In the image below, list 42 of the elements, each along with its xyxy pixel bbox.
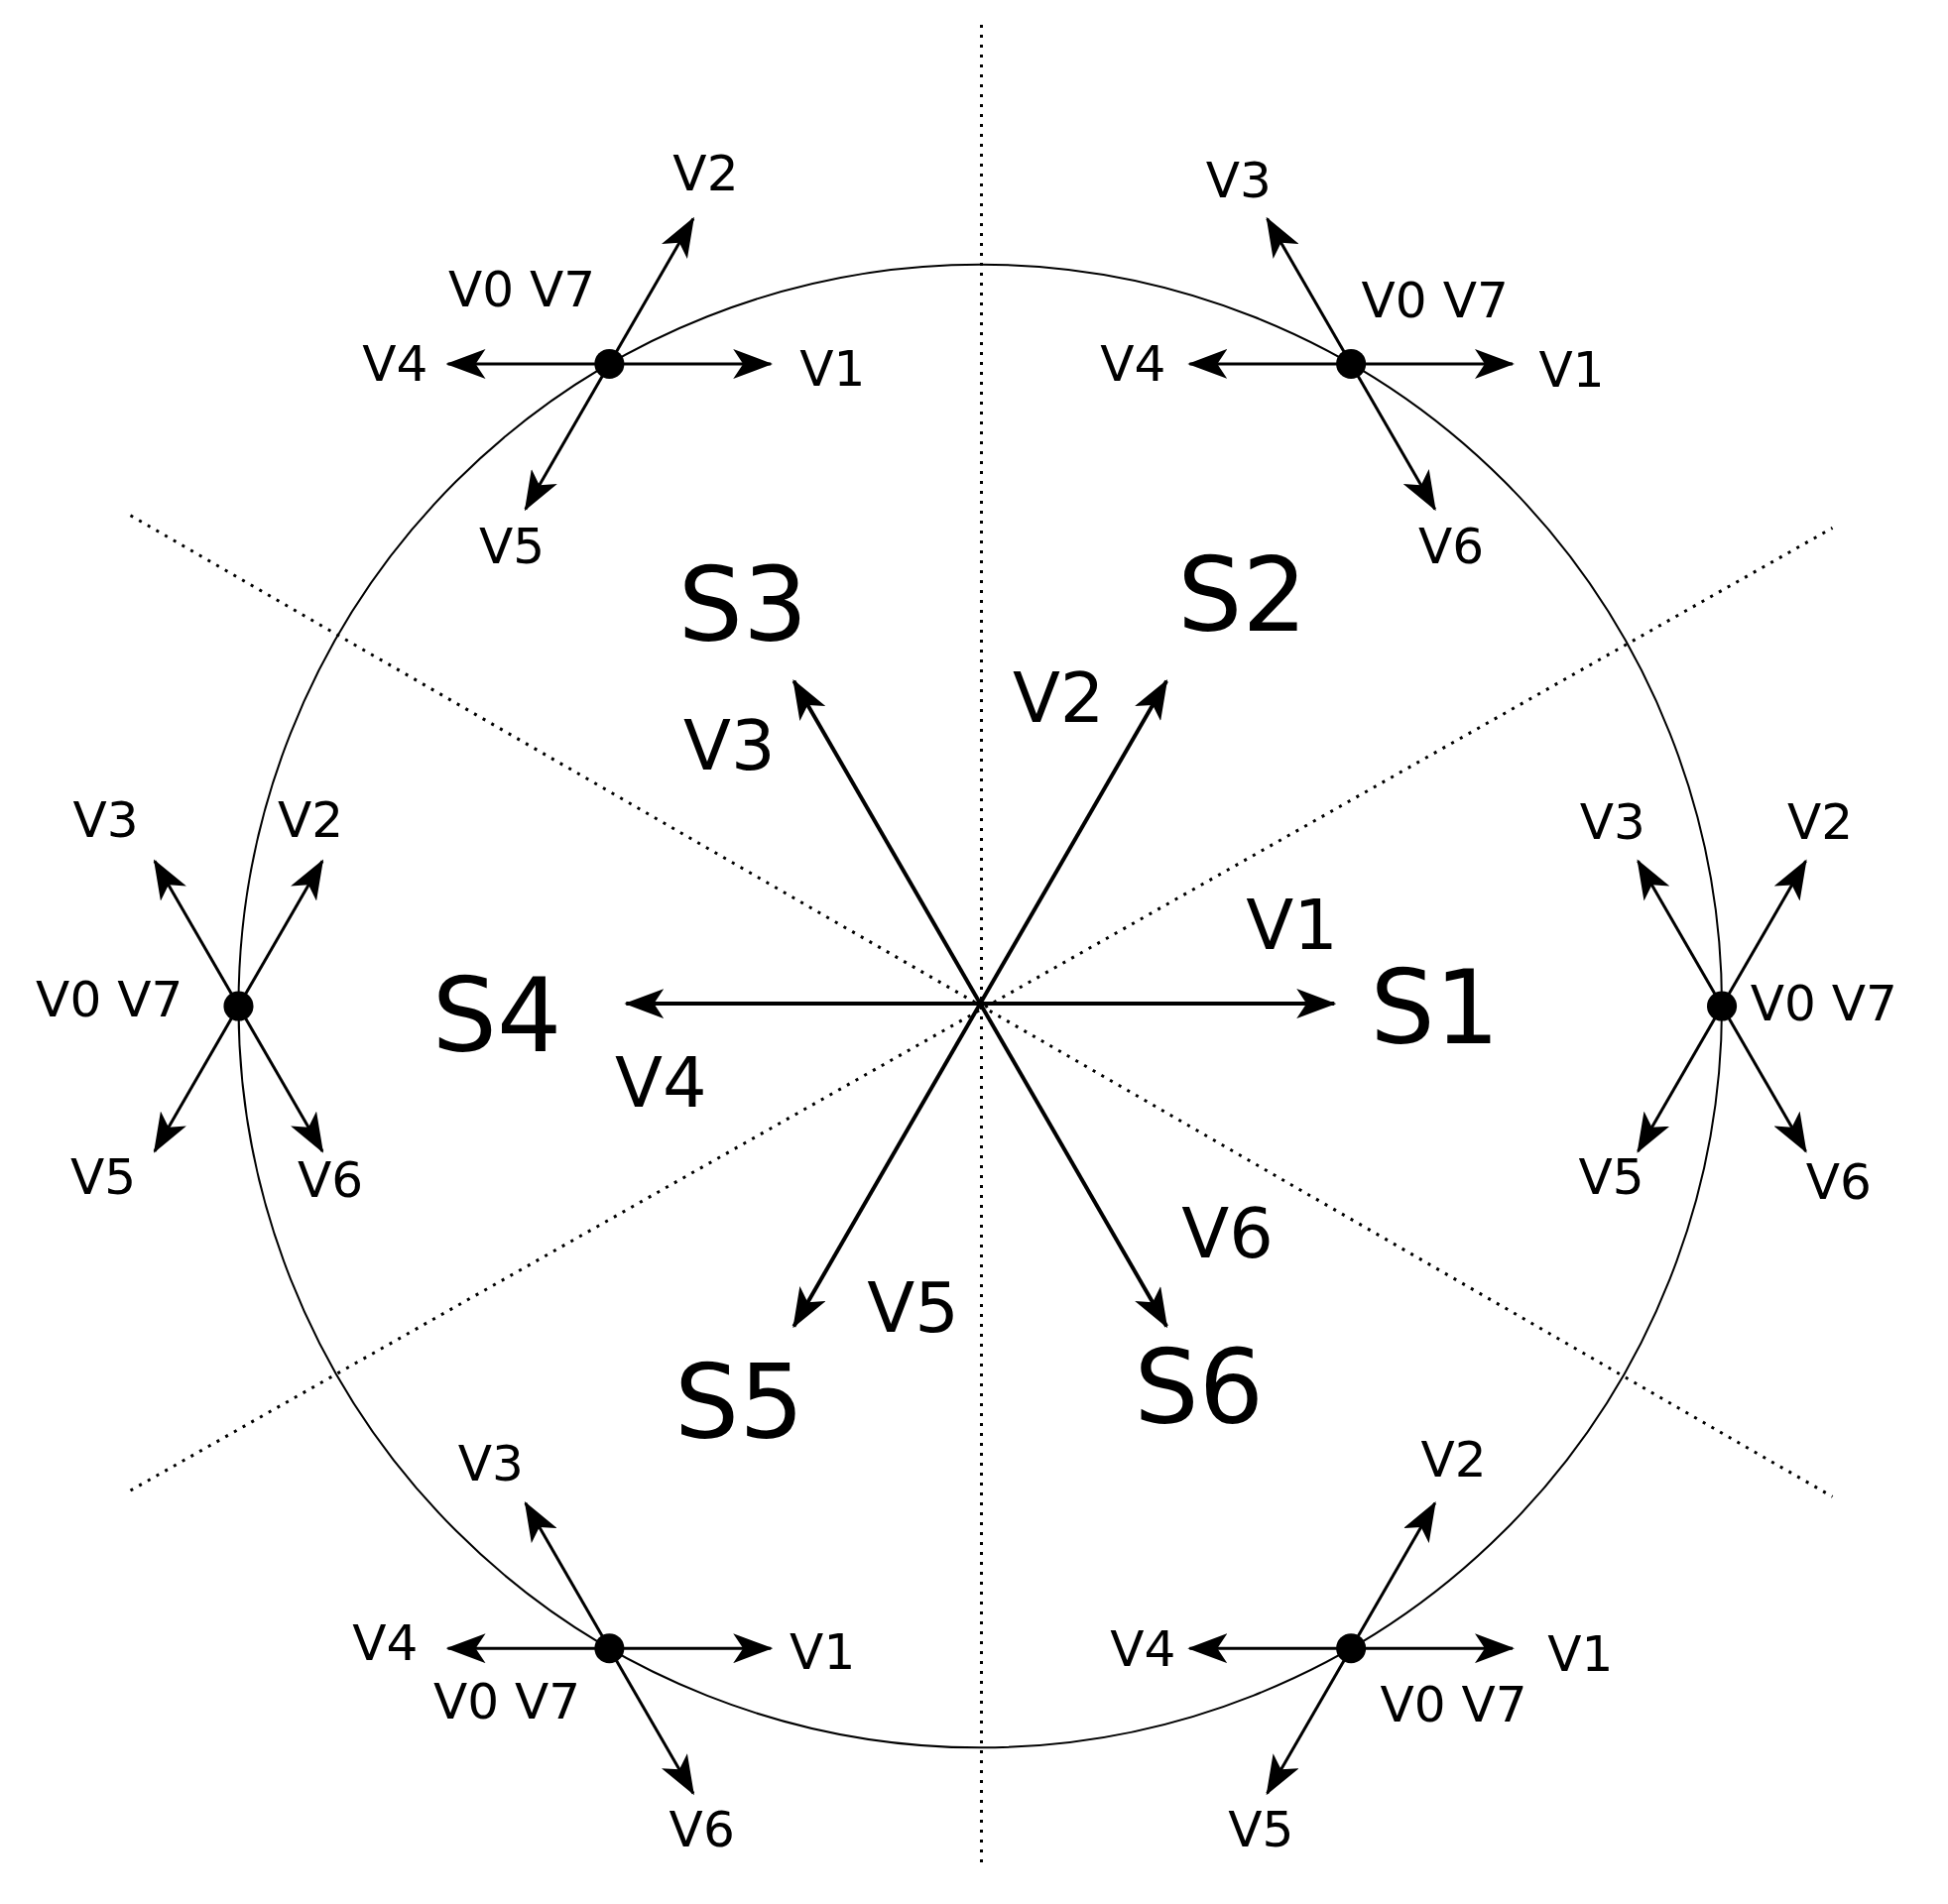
vector-label: V6 (1417, 522, 1485, 572)
vector-label: V3 (1205, 155, 1272, 205)
vector-label: V6 (1805, 1157, 1872, 1208)
vector-label: V6 (669, 1804, 735, 1855)
zero-vector-label: V0 V7 (1380, 1679, 1527, 1729)
sector-label: S4 (431, 965, 562, 1067)
vector-label: V2 (278, 794, 344, 845)
zero-vector-label: V0 V7 (447, 264, 596, 314)
vector-label: V3 (72, 794, 139, 845)
vector-label: V6 (298, 1154, 364, 1205)
vector-label: V4 (615, 1048, 707, 1119)
vector-label: V3 (1579, 797, 1645, 848)
vector-label: V1 (790, 1626, 856, 1677)
vector-label: V1 (799, 343, 866, 395)
sector-label: S3 (677, 554, 808, 657)
vector-label: V1 (1246, 891, 1338, 961)
vector-label: V5 (867, 1272, 959, 1343)
vector-label: V3 (457, 1438, 524, 1488)
zero-vector-label: V0 V7 (1361, 276, 1509, 326)
vector-label: V5 (1578, 1152, 1644, 1203)
sector-label: S5 (674, 1353, 804, 1455)
vector-label: V5 (69, 1152, 136, 1203)
sector-label: S6 (1134, 1338, 1264, 1440)
vector-label: V2 (1420, 1434, 1487, 1485)
vector-label: V6 (1181, 1198, 1274, 1268)
vector-label: V2 (672, 149, 739, 199)
vector-label: V2 (1012, 662, 1105, 733)
vector-label: V5 (479, 522, 546, 572)
zero-vector-label: V0 V7 (36, 975, 183, 1025)
vector-label: V4 (1100, 338, 1166, 390)
sector-label: S2 (1177, 544, 1307, 648)
vector-label: V1 (1538, 345, 1605, 396)
vector-label: V4 (1110, 1624, 1176, 1675)
zero-vector-label: V0 V7 (432, 1676, 581, 1727)
vector-label: V5 (1228, 1804, 1294, 1855)
vector-label: V3 (682, 710, 776, 780)
vector-label: V4 (362, 338, 428, 390)
vector-label: V2 (1786, 797, 1854, 848)
vector-label: V1 (1547, 1629, 1614, 1680)
zero-vector-label: V0 V7 (1750, 979, 1897, 1029)
sector-label: S1 (1370, 957, 1500, 1060)
vector-label: V4 (352, 1618, 419, 1669)
